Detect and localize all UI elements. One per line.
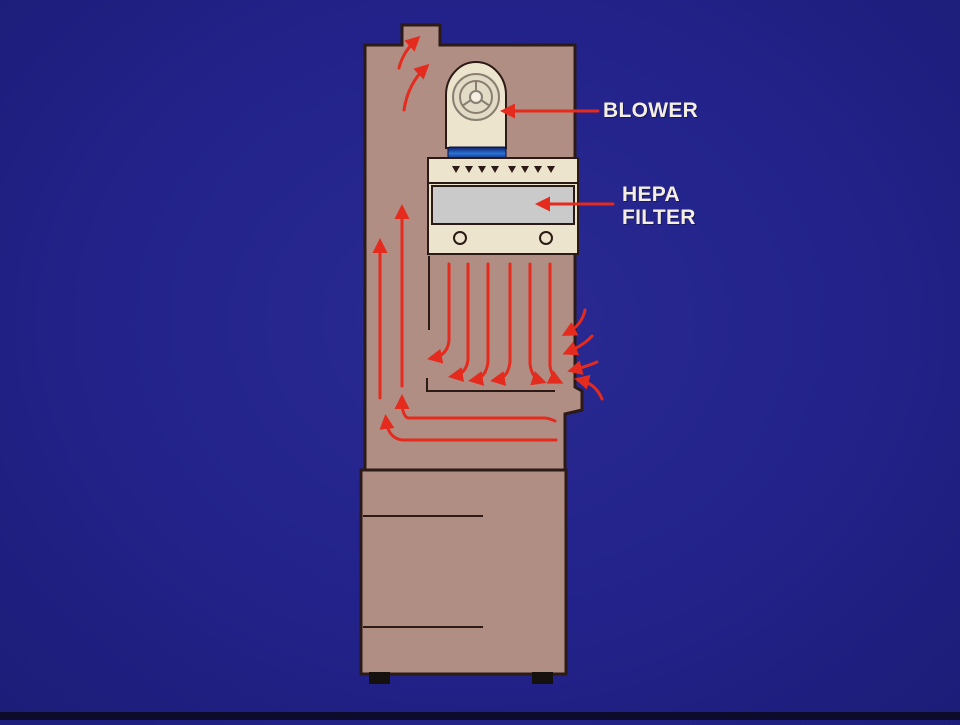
cabinet-base: [359, 468, 568, 676]
blower-fan-icon: [445, 61, 507, 149]
hepa-label-line-2: FILTER: [622, 206, 696, 229]
plenum-arrows: [452, 166, 555, 173]
filter-bolt-left: [453, 231, 467, 245]
bottom-frame-edge: [0, 712, 960, 720]
hepa-label-line-1: HEPA: [622, 183, 680, 206]
blower-label: BLOWER: [603, 99, 699, 122]
cabinet-foot-right: [532, 672, 553, 684]
filter-bolt-right: [539, 231, 553, 245]
cabinet-foot-left: [369, 672, 390, 684]
work-area-walls: [426, 256, 555, 392]
airflow-arrow-icon: [372, 35, 615, 442]
hepa-filter-label: HEPA FILTER: [622, 183, 696, 229]
air-distribution-plenum: [427, 157, 579, 184]
